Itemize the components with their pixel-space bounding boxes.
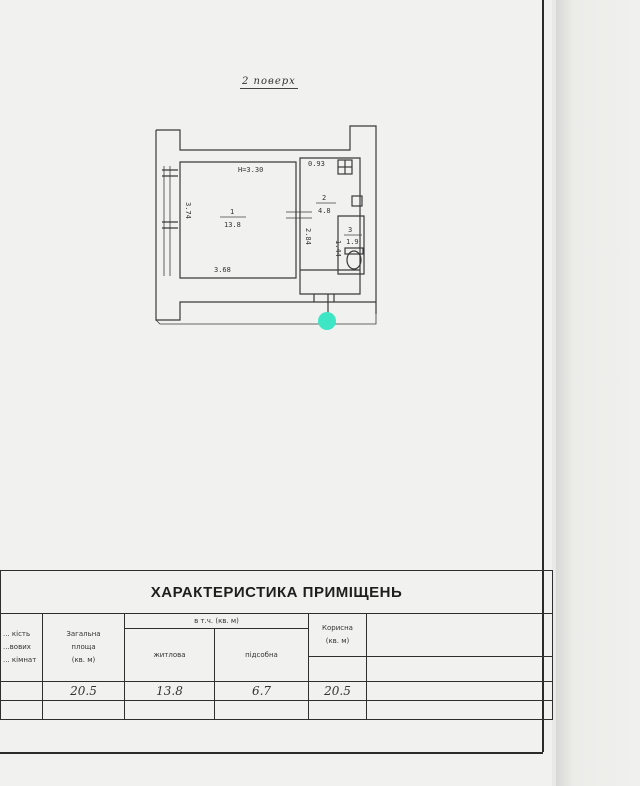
room-2-number: 2 — [322, 194, 326, 202]
floor-plan: H=3.30 1 13.8 3.68 3.74 0.93 2 4.8 2.84 … — [155, 125, 377, 330]
entrance-marker — [318, 312, 336, 330]
frame-border-bottom — [0, 752, 543, 754]
living-depth: 3.74 — [184, 202, 192, 219]
living-width: 3.68 — [214, 266, 231, 274]
room-1-number: 1 — [230, 208, 234, 216]
value-rooms — [0, 681, 43, 701]
frame-border-right — [542, 0, 544, 752]
plan-labels: H=3.30 1 13.8 3.68 3.74 0.93 2 4.8 2.84 … — [184, 160, 362, 274]
value-living: 13.8 — [124, 681, 215, 701]
bath-side: 1.44 — [334, 240, 342, 257]
value-aux: 6.7 — [214, 681, 309, 701]
value-total: 20.5 — [42, 681, 125, 701]
group-header: в т.ч. (кв. м) — [124, 613, 309, 629]
kitchen-width: 0.93 — [308, 160, 325, 168]
characteristics-table: ХАРАКТЕРИСТИКА ПРИМІЩЕНЬ ... кість...вов… — [0, 570, 554, 750]
blank-row-2 — [42, 700, 125, 720]
kitchen-side: 2.84 — [304, 228, 312, 245]
col-aux-header: підсобна — [214, 628, 309, 682]
floor-label: 2 поверх — [240, 76, 298, 89]
adjacent-sheet — [556, 0, 640, 786]
table-title: ХАРАКТЕРИСТИКА ПРИМІЩЕНЬ — [0, 570, 554, 614]
col-living-header: житлова — [124, 628, 215, 682]
room-3-number: 3 — [348, 226, 352, 234]
value-useful: 20.5 — [308, 681, 367, 701]
col-useful-header: Корисна(кв. м) — [308, 613, 367, 657]
room-2-area: 4.8 — [318, 207, 331, 215]
room-1-area: 13.8 — [224, 221, 241, 229]
blank-row-1 — [0, 700, 43, 720]
plan-walls — [155, 125, 377, 325]
blank-row-4 — [214, 700, 309, 720]
room-3-area: 1.9 — [346, 238, 359, 246]
empty-cell-2 — [365, 656, 554, 682]
ceiling-height: H=3.30 — [238, 166, 263, 174]
blank-row-5 — [308, 700, 367, 720]
useful-spacer — [308, 656, 367, 682]
col-rooms-header: ... кість...вових... кімнат — [0, 613, 43, 682]
empty-cell — [365, 613, 554, 657]
blank-row-6 — [365, 700, 554, 720]
value-empty — [365, 681, 554, 701]
blank-row-3 — [124, 700, 215, 720]
